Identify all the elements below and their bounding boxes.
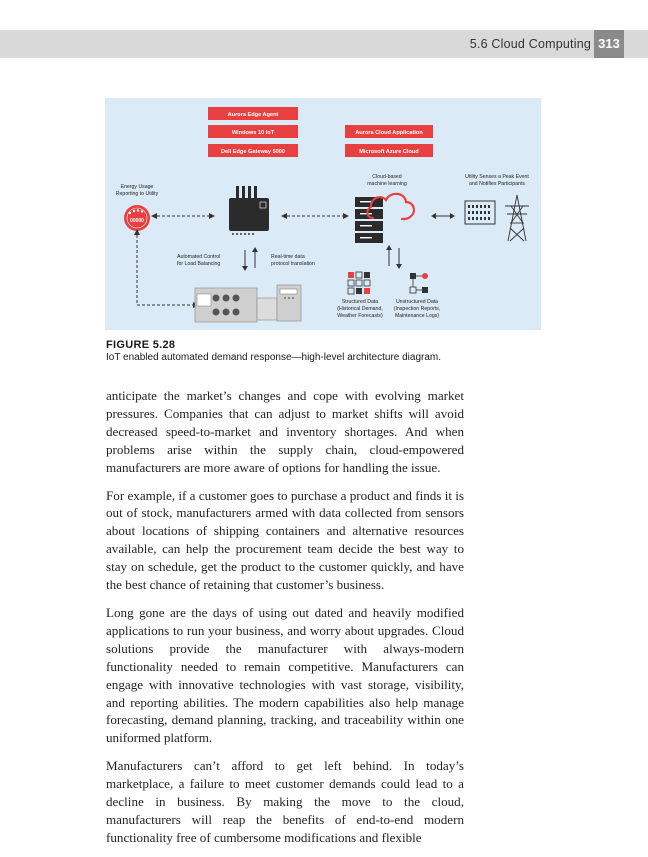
double-arrow bbox=[431, 213, 455, 219]
stack-label-aurora-edge-agent: Aurora Edge Agent bbox=[228, 112, 279, 118]
stack-label-aurora-cloud-app: Aurora Cloud Application bbox=[355, 130, 423, 136]
utility-event-label-2: and Notifies Participants bbox=[469, 181, 525, 187]
running-header-section: 5.6 Cloud Computing bbox=[469, 37, 591, 51]
cloud-ml-label-2: machine learning bbox=[367, 181, 407, 187]
industrial-equipment-icon bbox=[194, 284, 302, 323]
page-number: 313 bbox=[594, 30, 624, 58]
auto-control-label-2: for Load Balancing bbox=[177, 261, 220, 267]
stack-label-azure-cloud: Microsoft Azure Cloud bbox=[359, 149, 419, 155]
paragraph-4: Manufacturers can’t afford to get left b… bbox=[106, 758, 464, 845]
realtime-label-1: Real-time data bbox=[271, 254, 305, 260]
figure-caption: IoT enabled automated demand response—hi… bbox=[106, 352, 442, 363]
energy-usage-label-1: Energy Usage bbox=[121, 184, 154, 190]
auto-control-label-1: Automated Control bbox=[177, 254, 220, 260]
running-header-band bbox=[0, 30, 648, 58]
architecture-diagram: Aurora Edge Agent Windows 10 IoT Dell Ed… bbox=[116, 107, 529, 323]
stack-label-windows-iot: Windows 10 IoT bbox=[232, 130, 275, 136]
updown-arrowheads-left bbox=[242, 247, 258, 271]
figure-label: FIGURE 5.28 bbox=[106, 339, 176, 351]
utility-event-label-1: Utility Senses a Peak Event bbox=[465, 174, 529, 180]
updown-arrows-right bbox=[388, 248, 400, 266]
gateway-device-icon bbox=[229, 186, 269, 235]
building-icon bbox=[464, 200, 496, 225]
server-stack-icon bbox=[355, 197, 383, 243]
body-text: anticipate the market’s changes and cope… bbox=[106, 387, 464, 857]
structured-label-2: (Historical Demand, bbox=[337, 306, 383, 312]
updown-arrows-left bbox=[244, 250, 256, 268]
paragraph-3: Long gone are the days of using out date… bbox=[106, 604, 464, 746]
unstructured-label-3: Maintenance Logs) bbox=[395, 313, 439, 319]
stack-label-dell-gateway: Dell Edge Gateway 5000 bbox=[221, 149, 285, 155]
stack-box-windows-iot bbox=[208, 125, 298, 138]
structured-data-icon bbox=[347, 271, 371, 295]
structured-label-3: Weather Forecasts) bbox=[337, 313, 383, 319]
power-tower-icon bbox=[505, 194, 529, 242]
stack-right: Aurora Cloud Application Microsoft Azure… bbox=[345, 125, 433, 157]
stack-box-azure-cloud bbox=[345, 144, 433, 157]
unstructured-data-icon bbox=[409, 273, 428, 294]
unstructured-label-1: Unstructured Data bbox=[396, 299, 438, 305]
stack-box-aurora-edge-agent bbox=[208, 107, 298, 120]
meter-reading: 00000 bbox=[130, 218, 144, 224]
unstructured-label-2: (Inspection Reports, bbox=[394, 306, 440, 312]
updown-arrowheads-right bbox=[386, 245, 402, 269]
figure-diagram: Aurora Edge Agent Windows 10 IoT Dell Ed… bbox=[105, 98, 541, 330]
stack-box-dell-gateway bbox=[208, 144, 298, 157]
stack-left: Aurora Edge Agent Windows 10 IoT Dell Ed… bbox=[208, 107, 298, 157]
cloud-ml-label-1: Cloud-based bbox=[372, 174, 402, 180]
realtime-label-2: protocol translation bbox=[271, 261, 315, 267]
paragraph-1: anticipate the market’s changes and cope… bbox=[106, 388, 464, 475]
connector-lines bbox=[136, 215, 343, 306]
cloud-icon bbox=[366, 192, 416, 221]
energy-usage-label-2: Reporting to Utility bbox=[116, 191, 159, 197]
paragraph-2: For example, if a customer goes to purch… bbox=[106, 487, 464, 593]
energy-meter-icon: 00000 bbox=[124, 205, 150, 231]
structured-label-1: Structured Data bbox=[342, 299, 378, 305]
stack-box-aurora-cloud-app bbox=[345, 125, 433, 138]
